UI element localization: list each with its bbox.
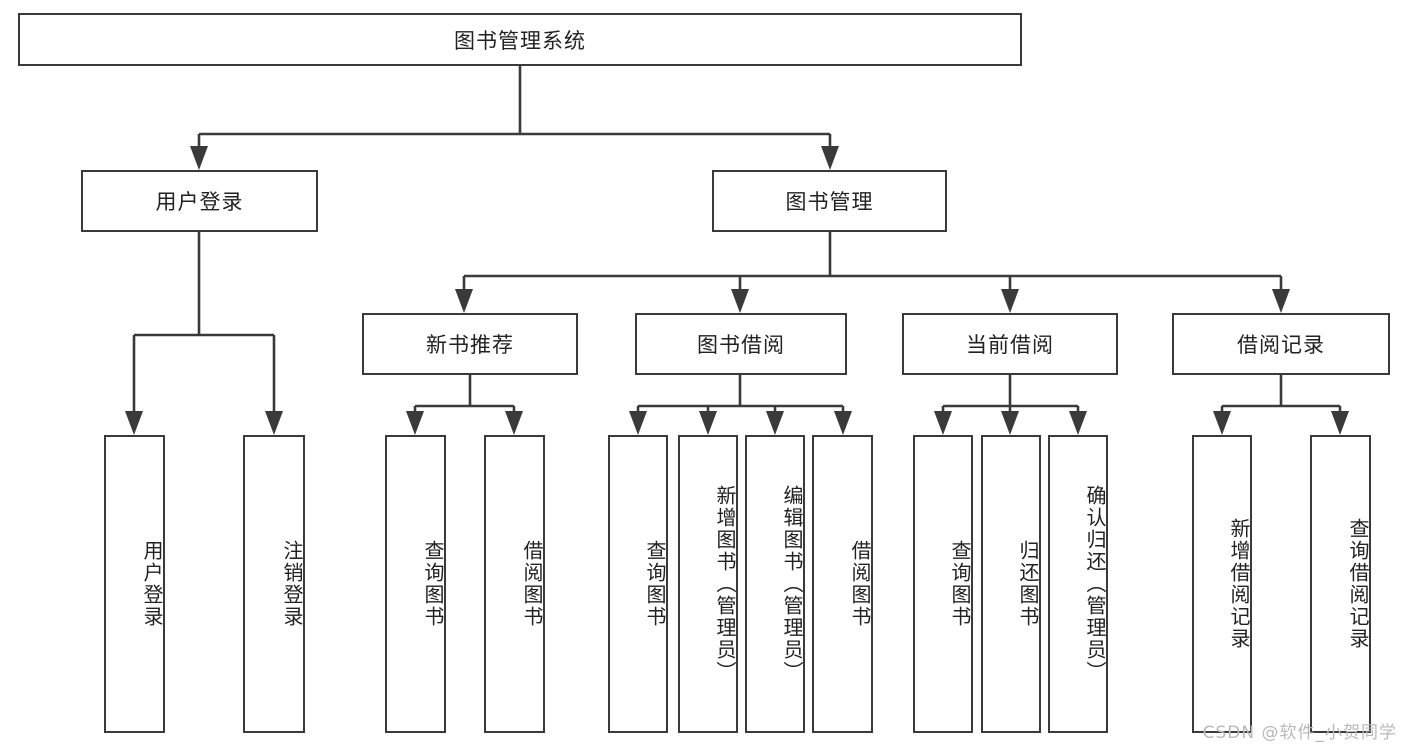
arrowhead-leaf-book-borrow-1 [629,411,647,435]
leaf-new-book-query[interactable]: 查询图书 [385,435,446,733]
arrowhead-leaf-book-borrow-3 [766,411,784,435]
node-current-borrow[interactable]: 当前借阅 [902,313,1118,375]
arrowhead-new-book [455,289,473,313]
arrowhead-borrow-record [1272,289,1290,313]
arrowhead-leaf-current-borrow-2 [1001,411,1019,435]
arrowhead-book-manage [821,146,839,170]
leaf-book-borrow-edit[interactable]: 编辑图书（管理员） [745,435,805,733]
leaf-borrow-record-add[interactable]: 新增借阅记录 [1192,435,1252,733]
arrowhead-leaf-borrow-record-2 [1331,411,1349,435]
arrowhead-current-borrow [1001,289,1019,313]
leaf-book-borrow-add[interactable]: 新增图书（管理员） [678,435,738,733]
leaf-current-borrow-query[interactable]: 查询图书 [913,435,973,733]
arrowhead-leaf-new-book-2 [505,411,523,435]
arrowhead-leaf-new-book-1 [406,411,424,435]
node-user-login[interactable]: 用户登录 [81,170,318,232]
arrowhead-leaf-borrow-record-1 [1213,411,1231,435]
leaf-current-borrow-return[interactable]: 归还图书 [981,435,1041,733]
leaf-new-book-borrow[interactable]: 借阅图书 [484,435,545,733]
node-borrow-record[interactable]: 借阅记录 [1172,313,1390,375]
csdn-watermark: CSDN @软件_小贺同学 [1202,723,1397,743]
node-root-system[interactable]: 图书管理系统 [18,13,1022,66]
leaf-book-borrow-query[interactable]: 查询图书 [608,435,668,733]
leaf-borrow-record-query[interactable]: 查询借阅记录 [1310,435,1371,733]
arrowhead-leaf-user-login-2 [265,411,283,435]
node-book-manage[interactable]: 图书管理 [712,170,947,232]
leaf-book-borrow-borrow[interactable]: 借阅图书 [812,435,873,733]
arrowhead-user-login [190,146,208,170]
arrowhead-leaf-current-borrow-1 [934,411,952,435]
leaf-user-login-logout[interactable]: 注销登录 [243,435,305,733]
node-new-book-recommend[interactable]: 新书推荐 [362,313,578,375]
node-book-borrow[interactable]: 图书借阅 [635,313,847,375]
arrowhead-book-borrow [731,289,749,313]
leaf-current-borrow-confirm[interactable]: 确认归还（管理员） [1048,435,1108,733]
leaf-user-login-login[interactable]: 用户登录 [104,435,165,733]
arrowhead-leaf-book-borrow-4 [834,411,852,435]
arrowhead-leaf-user-login-1 [125,411,143,435]
arrowhead-leaf-current-borrow-3 [1069,411,1087,435]
arrowhead-leaf-book-borrow-2 [699,411,717,435]
